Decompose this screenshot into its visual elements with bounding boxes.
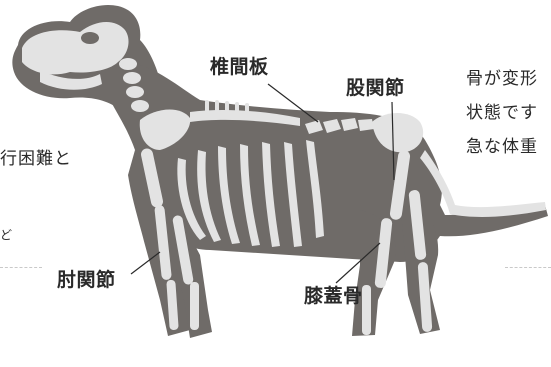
divider-left — [0, 267, 42, 268]
label-spine: 椎間板 — [210, 58, 269, 77]
right-text-line1: 骨が変形 — [466, 71, 538, 88]
right-text-line2: 状態です — [466, 105, 538, 122]
label-elbow: 肘関節 — [57, 271, 116, 290]
divider-right — [505, 267, 551, 268]
label-hip: 股関節 — [346, 79, 405, 98]
left-text-line2: ど — [0, 229, 12, 241]
left-text-line1: 行困難と — [0, 151, 72, 168]
label-patella: 膝蓋骨 — [304, 287, 363, 306]
right-text-line3: 急な体重 — [466, 139, 538, 156]
